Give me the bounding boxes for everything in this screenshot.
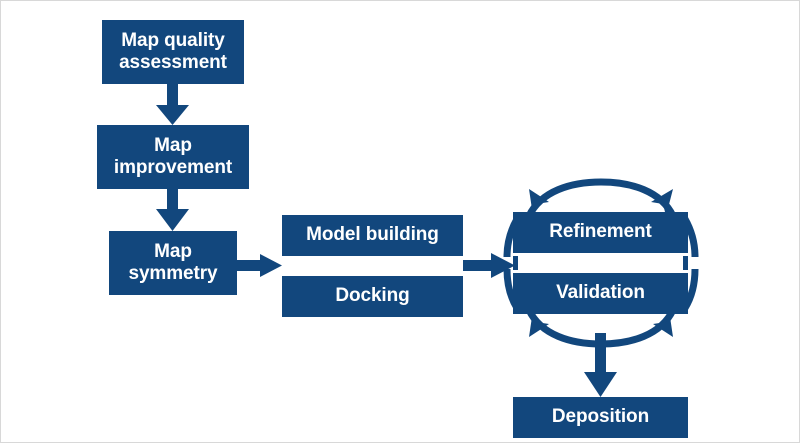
node-map-improvement-line-2: improvement: [113, 157, 233, 178]
node-map-improvement-line-1: Map: [154, 134, 192, 156]
cycle-bottom-arrowhead-left: [529, 310, 549, 337]
node-deposition[interactable]: Deposition: [513, 397, 688, 438]
arrow-building-to-refinement: [463, 253, 515, 278]
cycle-top-arc: [525, 178, 677, 218]
node-docking-label: Docking: [335, 285, 410, 307]
node-model-building-label: Model building: [306, 224, 439, 246]
arrow-quality-to-improvement: [156, 84, 189, 125]
node-map-symmetry-line-1: Map: [154, 240, 192, 262]
node-map-improvement[interactable]: Map improvement: [97, 125, 249, 189]
node-refinement-label: Refinement: [549, 221, 652, 243]
arrow-symmetry-to-building: [237, 254, 282, 277]
arrow-improvement-to-symmetry: [156, 189, 189, 231]
arrow-cycle-to-deposition: [584, 333, 617, 397]
node-map-quality-assessment-line-1: Map quality: [121, 29, 225, 51]
cycle-top-arrowhead-left: [529, 189, 549, 216]
cycle-top-arrowhead-right: [651, 189, 673, 216]
node-deposition-label: Deposition: [551, 406, 650, 428]
node-map-symmetry[interactable]: Map symmetry: [109, 231, 237, 295]
node-map-quality-assessment[interactable]: Map quality assessment: [102, 20, 244, 84]
node-model-building[interactable]: Model building: [282, 215, 463, 256]
node-map-symmetry-line-2: symmetry: [128, 263, 218, 284]
node-map-quality-assessment-line-2: assessment: [119, 52, 227, 73]
node-validation-label: Validation: [556, 282, 645, 304]
node-validation[interactable]: Validation: [513, 273, 688, 314]
cycle-bottom-arrowhead-right: [653, 310, 673, 337]
node-refinement[interactable]: Refinement: [513, 212, 688, 253]
node-docking[interactable]: Docking: [282, 276, 463, 317]
cycle-inner-gap: [517, 256, 684, 270]
